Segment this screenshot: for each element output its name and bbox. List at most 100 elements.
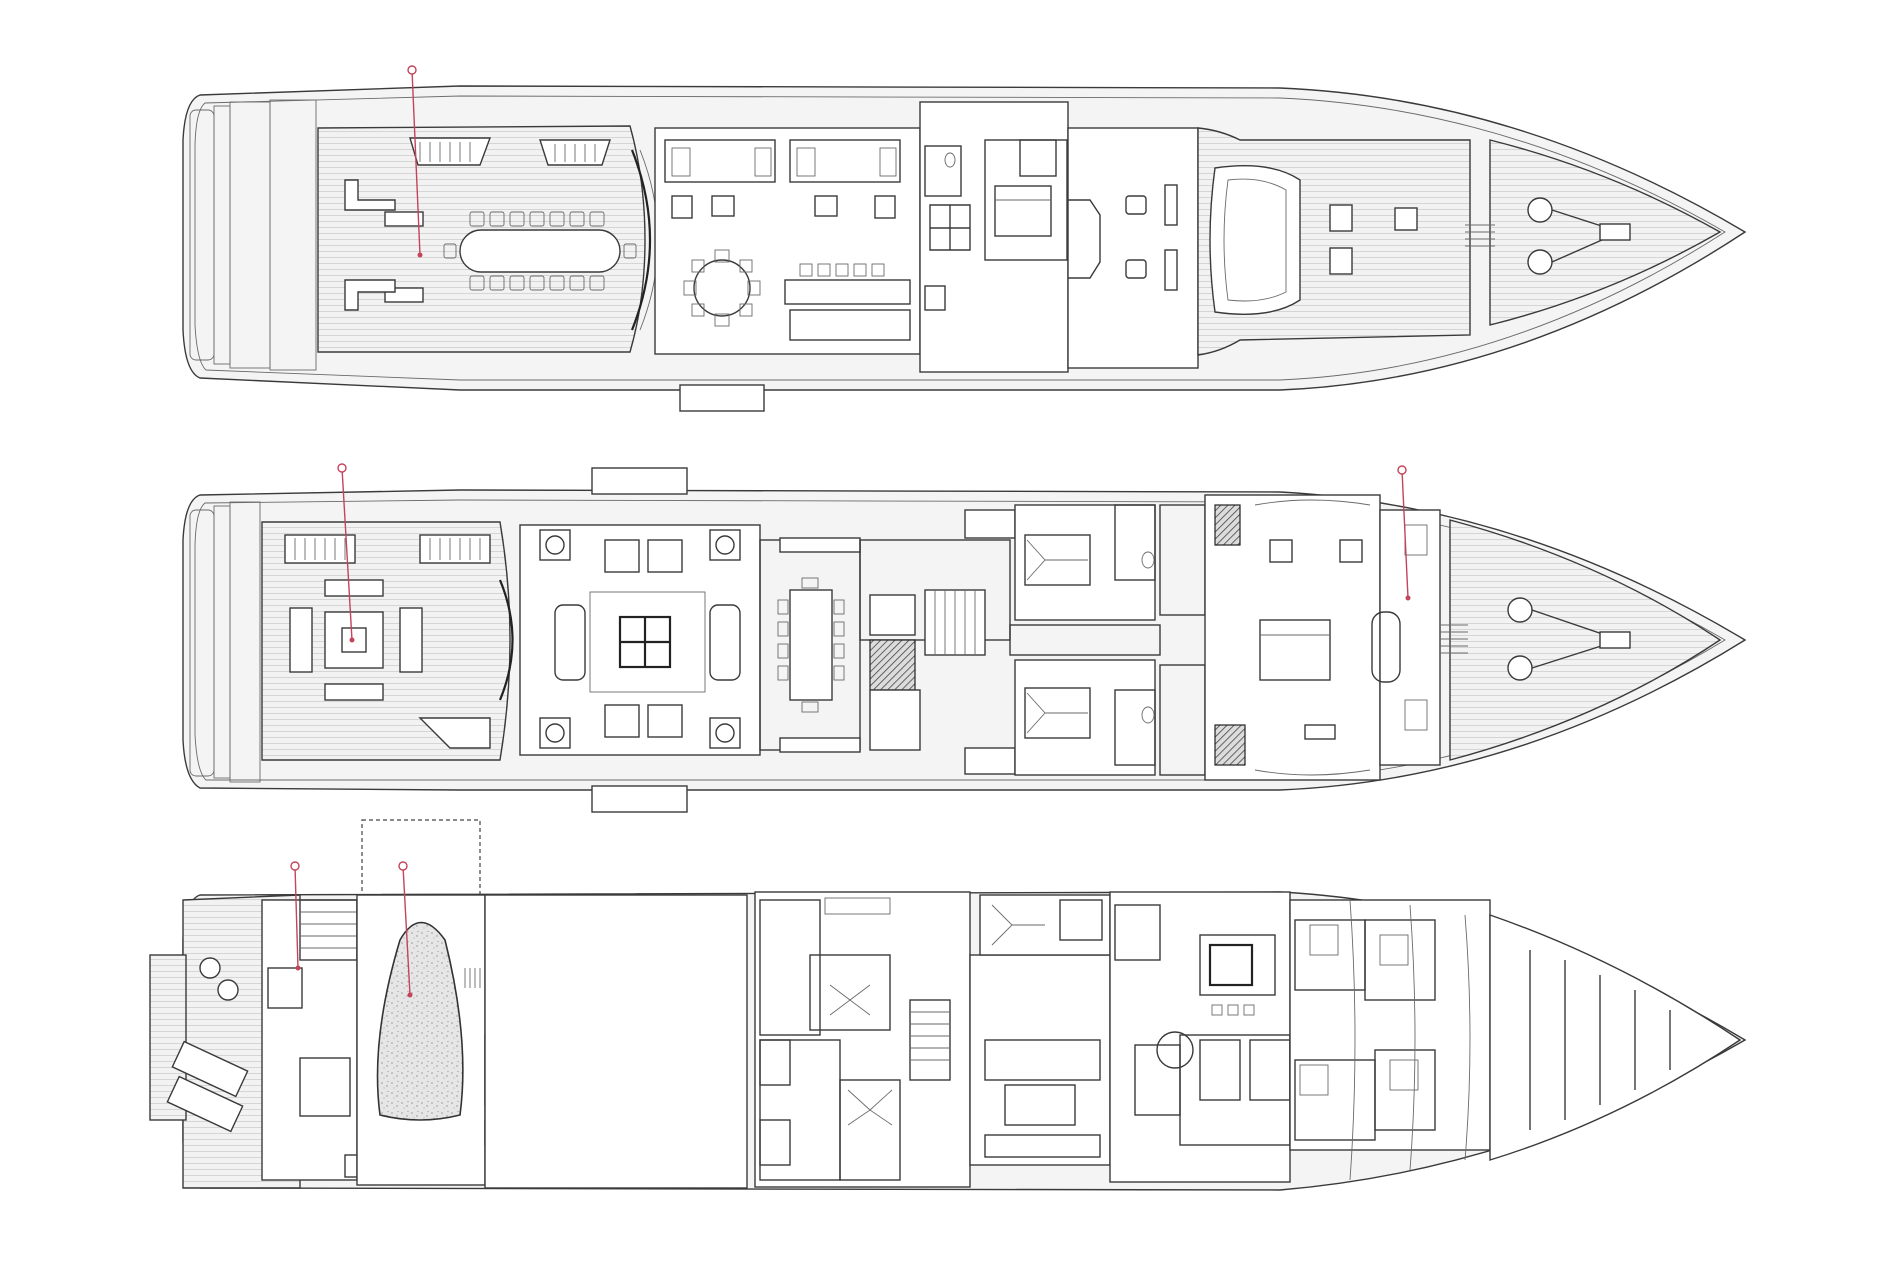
upper-salon-coffee-table-2 — [814, 195, 838, 217]
main-salon-sofa-left — [554, 604, 586, 681]
marker-icon — [398, 861, 408, 871]
lower-beach-club-shower — [299, 1057, 351, 1117]
main-aft-deck — [261, 521, 511, 761]
lower-crew-head-2 — [759, 1119, 791, 1166]
lower-beach-chair-2 — [217, 979, 239, 1001]
upper-fwd-hatch — [1394, 207, 1418, 231]
main-aft-stair-right — [419, 534, 491, 564]
upper-bar-back — [789, 309, 911, 341]
main-deck — [182, 463, 1747, 813]
lower-beach-club-interior — [261, 899, 358, 1181]
main-salon-armchair-2 — [647, 539, 683, 573]
lower-vip-stool-1 — [1211, 1004, 1223, 1016]
main-salon-armchair-3 — [604, 704, 640, 738]
main-aft-seat-1 — [289, 607, 313, 673]
lower-vip-head-1 — [1114, 904, 1161, 961]
upper-bridge — [1067, 127, 1199, 369]
upper-salon-sofa-cushions — [671, 147, 897, 177]
main-pantry — [869, 689, 921, 751]
upper-spiral-stair — [929, 204, 971, 251]
main-service-hatch — [869, 639, 916, 691]
lower-engine-room — [484, 894, 748, 1189]
bed-icon — [991, 904, 1045, 946]
main-deck-marker-fwd — [1397, 465, 1411, 601]
lower-vip-stool-2 — [1227, 1004, 1239, 1016]
main-guest-cabin-2-toilet — [1141, 706, 1155, 724]
upper-captain-head — [1019, 139, 1057, 177]
main-side-stair-lower — [964, 747, 1016, 775]
lower-crew-head-1 — [759, 1039, 791, 1086]
lower-forward-head-4 — [1389, 1059, 1419, 1091]
lower-vip-cabin — [1199, 934, 1276, 996]
upper-captain-bed — [994, 185, 1052, 237]
main-guest-cabin-1-bed — [1024, 534, 1091, 586]
lower-crew-stair-treads — [910, 1011, 950, 1061]
main-dining-chairs — [777, 577, 845, 713]
upper-head — [924, 145, 962, 197]
upper-deck-marker — [407, 65, 423, 258]
lower-crew-mess-bench — [984, 1134, 1101, 1158]
main-salon-curved-glazing — [498, 579, 514, 701]
main-owner-bed — [1259, 619, 1331, 681]
upper-fwd-sunpad-2 — [1329, 247, 1353, 275]
upper-bar-stools — [799, 263, 885, 277]
lower-vip-bed — [1208, 943, 1254, 987]
main-salon-coffee-table — [618, 615, 672, 669]
lower-crew-mess — [969, 954, 1111, 1166]
lower-crew-cabin-1-bunk — [824, 897, 891, 915]
lower-deck-marker-garage — [398, 861, 413, 998]
upper-aft-seating-left — [344, 179, 396, 211]
marker-icon — [290, 861, 300, 871]
upper-aft-seating-right — [344, 279, 396, 311]
upper-helm-chair-2 — [1125, 259, 1147, 279]
lower-crew-head-3 — [1059, 899, 1103, 941]
upper-salon-sofa-left — [664, 139, 776, 183]
main-salon-armchair-1 — [604, 539, 640, 573]
main-aft-stair-treads — [294, 538, 481, 560]
lower-beach-club-head — [267, 967, 303, 1009]
main-dining-sideboard-top — [779, 537, 861, 553]
upper-bow-steps — [1465, 224, 1495, 247]
upper-dining-table — [459, 229, 621, 273]
marker-icon — [1397, 465, 1407, 475]
lower-spiral-stair — [1156, 1031, 1194, 1069]
main-corridor-tile — [1009, 624, 1161, 656]
upper-deck-inner-line — [194, 95, 1726, 381]
main-owner-bath — [1379, 509, 1441, 766]
main-aft-stair-left — [284, 534, 356, 564]
main-bow-steps — [1440, 624, 1468, 654]
upper-jacuzzi — [1209, 165, 1301, 315]
main-owner-armchair-2 — [1339, 539, 1363, 563]
upper-deck — [182, 65, 1747, 412]
main-stern-steps — [189, 501, 261, 783]
main-aft-seat-2 — [399, 607, 423, 673]
main-salon-rug — [589, 591, 706, 693]
lower-sunlounger-2 — [166, 1075, 244, 1133]
main-owner-desk — [1304, 724, 1336, 740]
main-guest-cabin-2-head — [1114, 689, 1156, 766]
lower-beach-club-stair-treads — [300, 911, 357, 949]
upper-round-table-chairs — [683, 249, 761, 327]
upper-helm-console — [1068, 199, 1101, 279]
lower-bow-compartment — [1489, 914, 1742, 1161]
upper-salon-armchair-1 — [671, 195, 693, 219]
lower-crew-cabin-4 — [839, 1079, 901, 1181]
lower-tender — [376, 921, 464, 1121]
upper-bridge-panel-1 — [1164, 184, 1178, 226]
main-owner-walkin-hatch — [1214, 724, 1246, 766]
main-owner-bathtub — [1371, 611, 1401, 683]
lower-crew-stair — [909, 999, 951, 1081]
main-dining-table — [789, 589, 833, 701]
main-guest-cabin-2-bed — [1024, 687, 1091, 739]
main-dining-sideboard-bottom — [779, 737, 861, 753]
upper-bar-counter — [784, 279, 911, 305]
main-bow-foredeck — [1449, 519, 1722, 761]
main-deck-marker-aft — [337, 463, 355, 643]
main-guest-cabin-1-head — [1114, 504, 1156, 581]
upper-jacuzzi-inner — [1223, 178, 1287, 302]
main-lobby-stair-treads — [934, 590, 976, 655]
bed-icon — [1026, 692, 1088, 734]
upper-stern-steps — [189, 99, 317, 371]
main-aft-bench-bottom — [324, 683, 384, 701]
